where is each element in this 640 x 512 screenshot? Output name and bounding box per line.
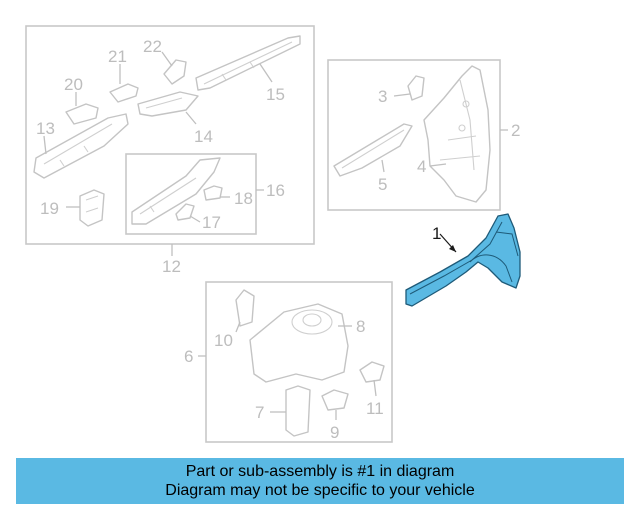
part-3-bracket <box>407 75 425 101</box>
part-21-bracket <box>109 83 139 103</box>
group-6-strut-tower-assembly <box>198 281 393 443</box>
callout-7[interactable]: 7 <box>255 403 264 422</box>
leader-15 <box>259 63 273 83</box>
leader-4 <box>429 163 447 167</box>
callout-14[interactable]: 14 <box>194 127 213 146</box>
group-6-box <box>205 281 393 443</box>
part-14-detail <box>145 97 183 109</box>
callout-21[interactable]: 21 <box>108 47 127 66</box>
callout-8[interactable]: 8 <box>356 317 365 336</box>
callout-13[interactable]: 13 <box>36 119 55 138</box>
part-22-bracket <box>163 59 187 85</box>
part-9-bracket <box>321 389 349 411</box>
callout-2[interactable]: 2 <box>511 121 520 140</box>
info-banner: Part or sub-assembly is #1 in diagram Di… <box>16 458 624 504</box>
group-2-box <box>327 59 501 211</box>
callout-11[interactable]: 11 <box>366 399 384 418</box>
part-15-detail <box>203 41 293 85</box>
part-10-bracket <box>235 289 255 327</box>
callout-17[interactable]: 17 <box>202 213 221 232</box>
callout-5[interactable]: 5 <box>378 175 387 194</box>
group-2-apron-assembly <box>327 59 508 211</box>
leader-10 <box>235 321 241 333</box>
leader-17 <box>189 215 201 223</box>
callout-22[interactable]: 22 <box>143 37 162 56</box>
leader-22 <box>161 51 173 67</box>
leader-1-arrowhead <box>449 245 456 252</box>
parts-diagram: 1 2 3 4 5 6 7 8 9 10 11 12 13 14 15 16 1… <box>25 25 521 443</box>
fender-wheel-arch <box>469 254 513 283</box>
part-17-bracket <box>175 203 195 221</box>
group-12-box <box>25 25 315 245</box>
callout-19[interactable]: 19 <box>40 199 59 218</box>
callout-15[interactable]: 15 <box>266 85 285 104</box>
leader-14 <box>185 111 197 125</box>
part-16-detail <box>139 177 197 215</box>
part-14-member <box>137 91 199 117</box>
callout-18[interactable]: 18 <box>234 189 253 208</box>
banner-line-2: Diagram may not be specific to your vehi… <box>165 482 475 499</box>
part-13-detail <box>43 123 113 167</box>
part-2-detail <box>439 79 481 171</box>
callout-4[interactable]: 4 <box>417 157 426 176</box>
leader-13 <box>43 135 47 155</box>
callout-6[interactable]: 6 <box>184 347 193 366</box>
callout-12[interactable]: 12 <box>162 257 181 276</box>
part-5-detail <box>341 129 405 169</box>
part-8-dome <box>291 309 333 335</box>
callout-16[interactable]: 16 <box>266 181 285 200</box>
fender-panel[interactable] <box>405 213 521 307</box>
group-12-frame-rail-assembly <box>25 25 315 256</box>
fender-flange <box>495 231 519 257</box>
callout-9[interactable]: 9 <box>330 423 339 442</box>
leader-3 <box>393 93 411 97</box>
part-19-detail <box>85 195 99 213</box>
part-2-hole-a <box>462 100 470 108</box>
part-1-fender[interactable] <box>405 213 521 307</box>
part-7-panel <box>285 385 311 437</box>
callout-1[interactable]: 1 <box>432 224 441 243</box>
part-11-bracket <box>359 361 385 383</box>
part-2-hole-b <box>458 124 466 132</box>
callout-3[interactable]: 3 <box>378 87 387 106</box>
callout-20[interactable]: 20 <box>64 75 83 94</box>
part-8-strut-tower <box>249 303 349 383</box>
leader-5 <box>381 159 385 173</box>
part-19-bracket <box>79 189 105 227</box>
group-16-box <box>125 153 257 235</box>
part-8-dome-inner <box>302 313 322 327</box>
banner-line-1: Part or sub-assembly is #1 in diagram <box>185 463 455 480</box>
callout-10[interactable]: 10 <box>214 331 233 350</box>
leader-11 <box>373 379 377 397</box>
part-2-apron <box>423 65 491 203</box>
part-13-rail <box>33 113 129 179</box>
part-20-bracket <box>65 103 99 125</box>
part-18-bracket <box>203 185 223 201</box>
